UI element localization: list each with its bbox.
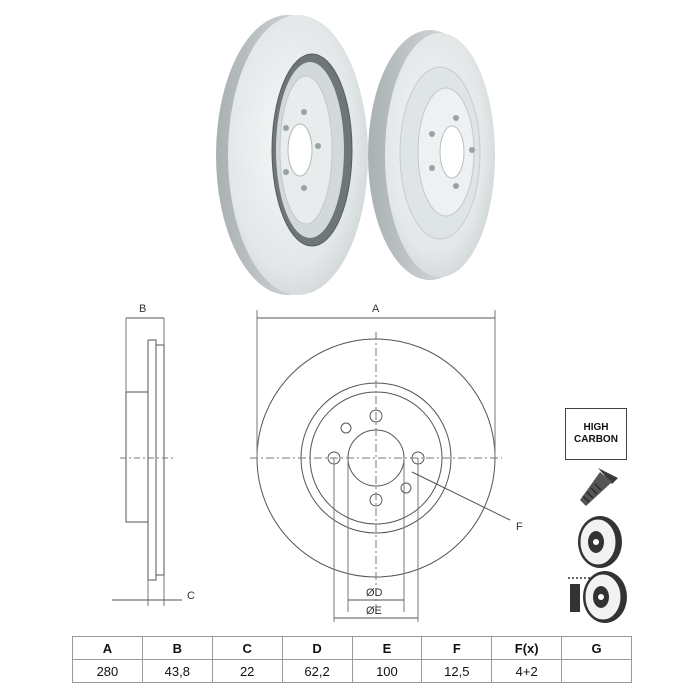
header-e: E [351, 636, 423, 660]
disc-photo-front [216, 15, 368, 295]
table-row: 280 43,8 22 62,2 100 12,5 4+2 [72, 659, 632, 683]
header-g: G [561, 636, 632, 660]
header-c: C [211, 636, 283, 660]
header-d: D [281, 636, 353, 660]
dimension-f-label: F [516, 521, 523, 533]
disc-icon [578, 516, 622, 568]
badge-line-1: HIGH [583, 422, 609, 433]
header-fx: F(x) [491, 636, 563, 660]
table-header-row: A B C D E F F(x) G [72, 636, 632, 660]
value-b: 43,8 [141, 659, 213, 683]
high-carbon-badge: HIGH CARBON [565, 408, 627, 460]
value-d: 62,2 [281, 659, 353, 683]
dimension-d-label: ØD [366, 587, 383, 599]
screw-icon [580, 468, 618, 506]
header-a: A [72, 636, 143, 660]
value-c: 22 [211, 659, 283, 683]
disc-photo-back [368, 30, 495, 280]
header-f: F [421, 636, 493, 660]
value-g [561, 659, 632, 683]
dimension-b-label: B [139, 303, 146, 315]
badge-line-2: CARBON [574, 434, 618, 445]
value-e: 100 [351, 659, 423, 683]
dimension-c-label: C [187, 590, 195, 602]
value-a: 280 [72, 659, 143, 683]
disc-with-sensor-icon [568, 571, 627, 623]
dimension-a-label: A [372, 303, 380, 315]
spec-table: A B C D E F F(x) G 280 43,8 22 62,2 100 … [72, 636, 632, 683]
front-view-drawing [250, 310, 511, 622]
value-f: 12,5 [421, 659, 493, 683]
header-b: B [141, 636, 213, 660]
side-view-drawing [112, 317, 182, 606]
value-fx: 4+2 [491, 659, 563, 683]
dimension-e-label: ØE [366, 605, 382, 617]
